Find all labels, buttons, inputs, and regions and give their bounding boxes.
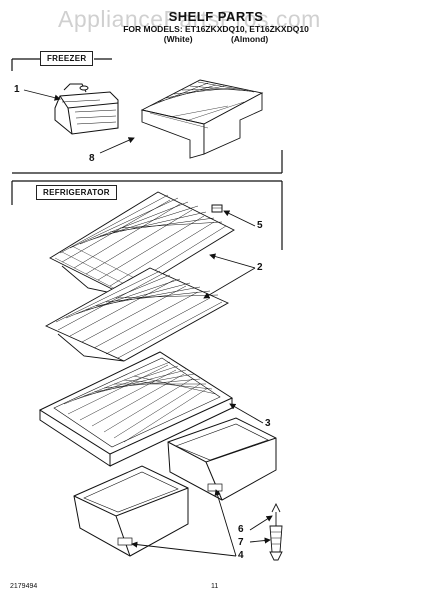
freezer-wire-shelf <box>140 79 264 159</box>
shelf-clip <box>211 204 223 213</box>
callout-2: 2 <box>257 262 263 273</box>
refrigerator-wire-shelf-lower <box>44 267 230 362</box>
color-almond-label: (Almond) <box>230 33 269 44</box>
crisper-drawer-left <box>73 465 189 557</box>
callout-8: 8 <box>89 153 95 164</box>
shelf-support-screw <box>269 502 283 561</box>
leader-7 <box>249 537 271 544</box>
freezer-section-label: FREEZER <box>40 51 94 66</box>
leader-5 <box>223 210 256 227</box>
refrigerator-section-label: REFRIGERATOR <box>36 185 117 200</box>
leader-3 <box>229 403 264 424</box>
refrigerator-wire-shelf-upper <box>49 191 235 298</box>
leader-1 <box>23 89 61 101</box>
footer-part-number: 2179494 <box>10 583 38 590</box>
leader-6 <box>249 515 273 531</box>
model-subtitle: FOR MODELS: ET16ZKXDQ10, ET16ZKXDQ10 <box>123 24 309 34</box>
leader-4a <box>214 489 237 557</box>
leader-2b <box>203 267 256 299</box>
callout-1: 1 <box>14 84 20 95</box>
freezer-basket <box>54 83 119 135</box>
refrigerator-frame <box>11 180 283 250</box>
callout-5: 5 <box>257 220 263 231</box>
leader-4b <box>131 541 237 557</box>
page-title: SHELF PARTS <box>168 9 264 24</box>
callout-6: 6 <box>238 524 244 535</box>
crisper-drawer-right <box>167 417 277 501</box>
color-white-label: (White) <box>163 33 193 44</box>
callout-4: 4 <box>238 550 244 561</box>
freezer-frame <box>11 58 283 174</box>
title-block: SHELF PARTS FOR MODELS: ET16ZKXDQ10, ET1… <box>0 10 432 43</box>
color-line: (White) (Almond) <box>0 33 432 44</box>
callout-3: 3 <box>265 418 271 429</box>
footer-page-number: 11 <box>211 583 219 590</box>
watermark: AppliancePartsPros.com <box>58 6 321 32</box>
callout-7: 7 <box>238 537 244 548</box>
leader-2a <box>209 253 256 269</box>
leader-8 <box>99 137 135 154</box>
